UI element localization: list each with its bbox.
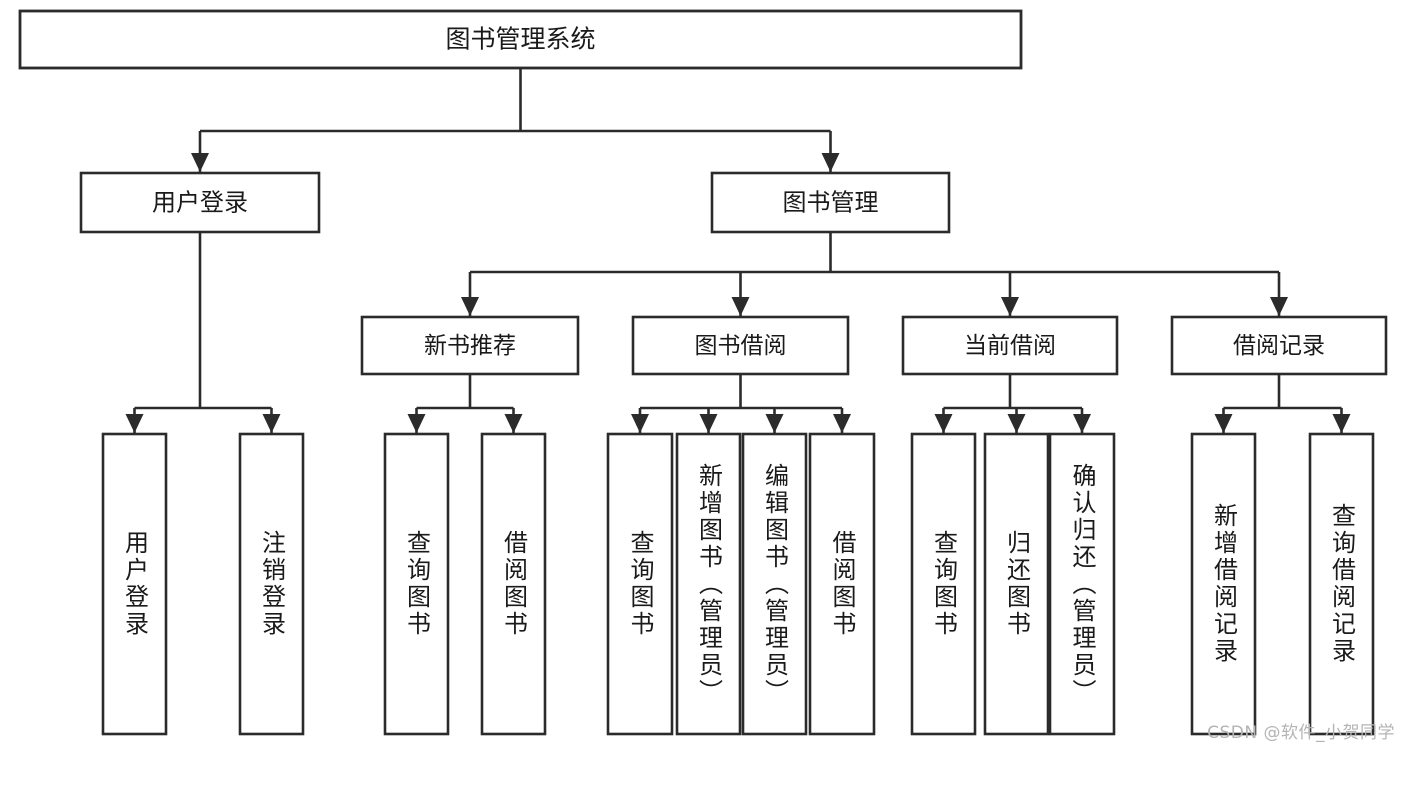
leaf-1[interactable]: [238, 432, 305, 736]
edge-node-新书推荐-arrowhead-0: [407, 414, 426, 433]
edge-books-arrowhead-3: [1270, 297, 1288, 316]
leaf-5-rect[interactable]: [675, 432, 742, 736]
edges-layer: [125, 68, 1351, 433]
leaf-0[interactable]: [101, 432, 168, 736]
node-新书推荐[interactable]: 新书推荐: [360, 315, 580, 376]
leaf-11-rect[interactable]: [1190, 432, 1257, 736]
edge-node-借阅记录-arrowhead-0: [1214, 414, 1233, 433]
node-图书管理系统-label: 图书管理系统: [445, 25, 595, 54]
node-当前借阅-label: 当前借阅: [964, 333, 1056, 359]
node-新书推荐-rect[interactable]: [360, 315, 580, 376]
edge-node-图书借阅-arrowhead-1: [699, 414, 718, 433]
leaf-10[interactable]: [1048, 432, 1116, 736]
leaf-7[interactable]: [808, 432, 876, 736]
leaf-4-rect[interactable]: [606, 432, 674, 736]
node-新书推荐-label: 新书推荐: [424, 333, 516, 359]
csdn-watermark: CSDN @软件_小贺同学: [1207, 723, 1395, 743]
edge-books-arrowhead-1: [731, 297, 750, 316]
node-用户登录-rect[interactable]: [79, 171, 321, 234]
leaf-1-rect[interactable]: [238, 432, 305, 736]
edge-node-当前借阅-arrowhead-2: [1073, 414, 1091, 433]
leaf-3[interactable]: [480, 432, 547, 736]
edge-node-借阅记录-arrowhead-1: [1332, 414, 1351, 433]
leaf-12[interactable]: [1308, 432, 1375, 736]
flowchart-canvas: 图书管理系统用户登录图书管理新书推荐图书借阅当前借阅借阅记录 用户登录注销登录查…: [18, 9, 1395, 743]
edge-node-图书借阅-arrowhead-2: [765, 414, 784, 433]
edge-root-arrowhead-1: [821, 153, 840, 172]
leaf-7-rect[interactable]: [808, 432, 876, 736]
node-图书借阅[interactable]: 图书借阅: [631, 315, 850, 376]
leaf-6-rect[interactable]: [741, 432, 808, 736]
leaf-9-rect[interactable]: [983, 432, 1050, 736]
node-图书借阅-rect[interactable]: [631, 315, 850, 376]
node-用户登录-label: 用户登录: [152, 189, 248, 217]
edge-node-新书推荐-arrowhead-1: [504, 414, 523, 433]
edge-root-arrowhead-0: [191, 153, 209, 172]
node-当前借阅[interactable]: 当前借阅: [901, 315, 1119, 376]
leaf-8-rect[interactable]: [910, 432, 977, 736]
leaf-3-rect[interactable]: [480, 432, 547, 736]
leaf-11[interactable]: [1190, 432, 1257, 736]
leaf-12-rect[interactable]: [1308, 432, 1375, 736]
edge-node-用户登录-arrowhead-0: [125, 414, 144, 433]
node-图书借阅-label: 图书借阅: [695, 333, 787, 359]
leaf-0-rect[interactable]: [101, 432, 168, 736]
node-图书管理-label: 图书管理: [783, 189, 879, 217]
edge-node-当前借阅-arrowhead-0: [934, 414, 953, 433]
leaf-10-rect[interactable]: [1048, 432, 1116, 736]
edge-node-当前借阅-arrowhead-1: [1007, 414, 1026, 433]
leaf-2[interactable]: [383, 432, 450, 736]
edge-node-图书借阅-arrowhead-3: [833, 414, 851, 433]
node-图书管理系统-rect[interactable]: [18, 9, 1023, 70]
edge-books-arrowhead-0: [461, 297, 479, 316]
node-借阅记录-label: 借阅记录: [1233, 333, 1325, 359]
edge-books-arrowhead-2: [1001, 297, 1019, 316]
edge-node-图书借阅-arrowhead-0: [631, 414, 649, 433]
node-当前借阅-rect[interactable]: [901, 315, 1119, 376]
node-借阅记录-rect[interactable]: [1170, 315, 1388, 376]
leaf-2-rect[interactable]: [383, 432, 450, 736]
node-借阅记录[interactable]: 借阅记录: [1170, 315, 1388, 376]
leaf-5[interactable]: [675, 432, 742, 736]
leaf-9[interactable]: [983, 432, 1050, 736]
node-图书管理-rect[interactable]: [710, 171, 951, 234]
node-图书管理[interactable]: 图书管理: [710, 171, 951, 234]
edge-node-用户登录-arrowhead-1: [262, 414, 281, 433]
leaf-4[interactable]: [606, 432, 674, 736]
node-用户登录[interactable]: 用户登录: [79, 171, 321, 234]
leaf-6[interactable]: [741, 432, 808, 736]
node-图书管理系统[interactable]: 图书管理系统: [18, 9, 1023, 70]
leaf-8[interactable]: [910, 432, 977, 736]
